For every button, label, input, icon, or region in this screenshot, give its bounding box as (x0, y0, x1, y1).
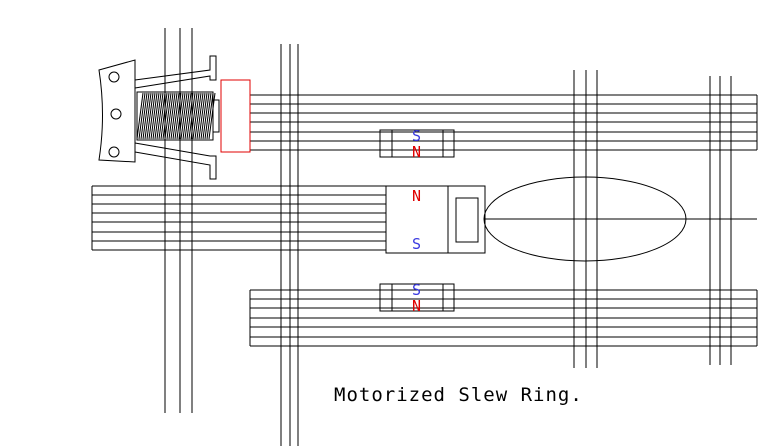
coil-winding (170, 92, 178, 140)
pole-s-center: S (412, 235, 421, 253)
coil-winding (198, 92, 206, 140)
left-vertical-shaft (164, 28, 193, 413)
coil-winding (194, 92, 202, 140)
coil-winding (144, 92, 152, 140)
far-right-vertical-shaft (709, 76, 732, 365)
pole-n-center: N (412, 187, 421, 205)
pole-n-upper: N (412, 143, 421, 161)
motor-bracket (98, 59, 136, 163)
coil-winding (148, 92, 156, 140)
coil-winding (138, 92, 146, 140)
upper-ring-band (250, 94, 758, 151)
coil-winding (136, 92, 144, 140)
coil-winding (204, 92, 212, 140)
coil-winding (168, 92, 176, 140)
motor-arms (134, 55, 217, 180)
coil-winding (146, 92, 154, 140)
coil-winding (152, 92, 160, 140)
pole-s-lower: S (412, 281, 421, 299)
coil-winding (154, 92, 162, 140)
coil-winding (176, 92, 184, 140)
coil-winding (180, 92, 188, 140)
coil-winding (186, 92, 194, 140)
pole-n-lower: N (412, 297, 421, 315)
coil-winding (172, 92, 180, 140)
center-magnet-block (385, 185, 486, 254)
coil-winding (188, 92, 196, 140)
coil-winding (196, 92, 204, 140)
coil-winding (206, 92, 214, 140)
coil-winding (208, 92, 216, 140)
coil-winding (160, 92, 168, 140)
diagram-caption: Motorized Slew Ring. (334, 384, 583, 406)
bolt-hole-middle (110, 108, 122, 120)
coil-winding (150, 92, 158, 140)
brake-pad (220, 79, 251, 153)
upper-magnet (379, 129, 455, 158)
center-magnet-poles: N S (412, 187, 421, 253)
coil-winding (164, 92, 172, 140)
bolt-hole-bottom (108, 146, 120, 158)
pole-s-upper: S (412, 127, 421, 145)
motor-coil (136, 91, 220, 141)
coil-winding (182, 92, 190, 140)
upper-magnet-poles: S N (412, 127, 421, 161)
coil-winding (202, 92, 210, 140)
coil-winding (174, 92, 182, 140)
center-vertical-shaft (280, 44, 299, 446)
lower-magnet-poles: S N (412, 281, 421, 315)
lower-magnet (379, 283, 455, 312)
coil-winding (166, 92, 174, 140)
lower-ring-band (249, 289, 758, 347)
coil-winding (190, 92, 198, 140)
coil-winding (192, 92, 200, 140)
coil-winding (184, 92, 192, 140)
bolt-hole-top (108, 71, 120, 83)
coil-winding (200, 92, 208, 140)
coil-winding (142, 92, 150, 140)
coil-winding (140, 92, 148, 140)
coil-winding (158, 92, 166, 140)
coil-winding (156, 92, 164, 140)
coil-winding (178, 92, 186, 140)
coil-winding (162, 92, 170, 140)
